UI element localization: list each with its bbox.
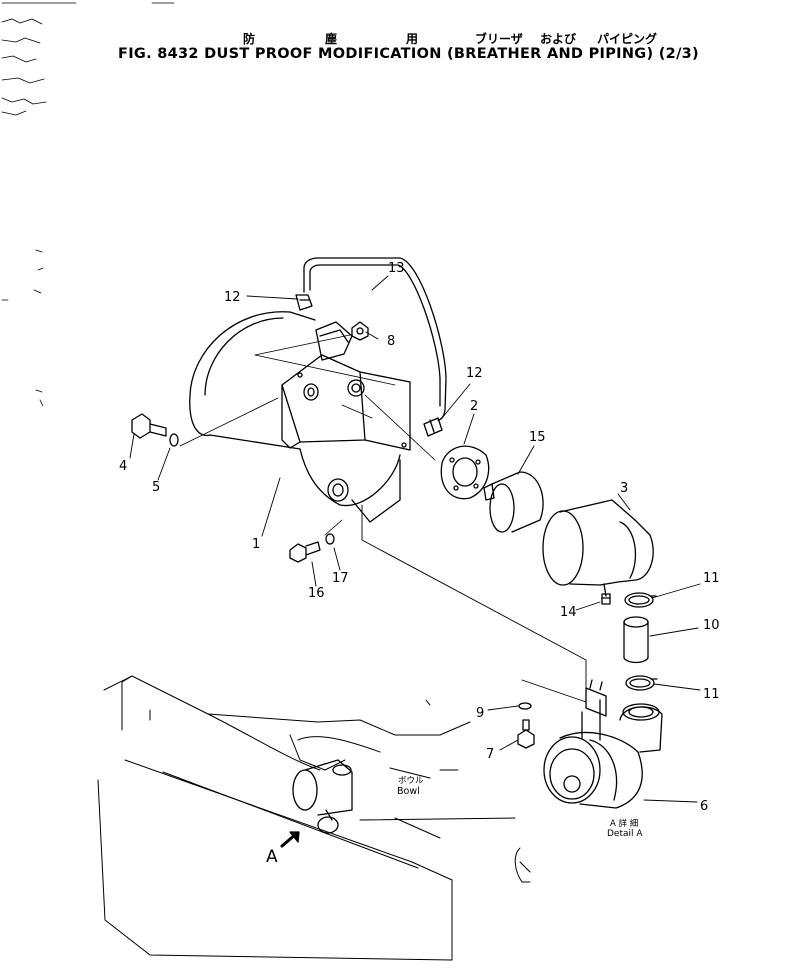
- title-jp-word: 用: [406, 32, 419, 46]
- callout-15: 15: [529, 430, 546, 445]
- bolt: [289, 541, 321, 563]
- callout-8: 8: [387, 334, 395, 349]
- breather-hose: [303, 257, 447, 421]
- precleaner-on-frame: [292, 759, 353, 834]
- callout-17: 17: [332, 571, 349, 586]
- filter-element: [483, 471, 544, 533]
- gasket: [440, 445, 490, 500]
- elbow-fitting: [423, 417, 443, 437]
- title-jp-word: ブリーザ: [475, 32, 523, 46]
- callout-12: 12: [224, 290, 241, 305]
- leader-line: [361, 504, 587, 709]
- connector-hose: [623, 616, 649, 664]
- machine-frame: [97, 675, 531, 961]
- title-jp-word: パイピング: [597, 32, 658, 46]
- setscrew: [518, 702, 532, 710]
- washer: [169, 433, 179, 447]
- washer: [325, 533, 335, 545]
- breather-cover: [542, 499, 654, 597]
- title-jp-word: および: [540, 32, 577, 46]
- callout-4: 4: [119, 459, 127, 474]
- callout-1: 1: [252, 537, 260, 552]
- figure-title: FIG. 8432 DUST PROOF MODIFICATION (BREAT…: [118, 46, 699, 62]
- callout-2: 2: [470, 399, 478, 414]
- bolt: [517, 719, 535, 749]
- view-arrow-label: A: [266, 847, 278, 867]
- precleaner-bowl: [543, 679, 663, 809]
- title-jp-word: 防: [243, 32, 256, 46]
- nut: [351, 321, 369, 341]
- detail-label-jp: A 詳 細: [610, 818, 638, 829]
- bowl-label-jp: ボウル: [398, 776, 424, 786]
- scan-noise: [1, 2, 175, 407]
- callout-leaders: [129, 275, 701, 803]
- title-japanese: 防 塵 用 ブリーザ および パイピング: [0, 30, 789, 48]
- callout-9: 9: [476, 706, 484, 721]
- bolt: [131, 413, 167, 439]
- bowl-label: Bowl: [397, 786, 420, 797]
- callout-7: 7: [486, 747, 494, 762]
- callout-10: 10: [703, 618, 720, 633]
- plug: [601, 593, 611, 605]
- elbow-fitting: [295, 294, 313, 311]
- title-jp-word: 塵: [325, 32, 338, 46]
- callout-16: 16: [308, 586, 325, 601]
- callout-3: 3: [620, 481, 628, 496]
- callout-11: 11: [703, 571, 720, 586]
- detail-label: Detail A: [607, 829, 643, 839]
- callout-13: 13: [388, 261, 405, 276]
- callout-11: 11: [703, 687, 720, 702]
- callout-6: 6: [700, 799, 708, 814]
- callout-12: 12: [466, 366, 483, 381]
- breather-housing: [179, 311, 436, 536]
- callout-14: 14: [560, 605, 577, 620]
- view-arrow: [280, 831, 300, 848]
- callout-labels: 1 2 3 4 5 6 7 8 9 10 11 11 12 12 13 14 1…: [119, 261, 720, 867]
- hose-clamp: [624, 592, 657, 608]
- callout-5: 5: [152, 480, 160, 495]
- hose-clamp: [625, 675, 658, 691]
